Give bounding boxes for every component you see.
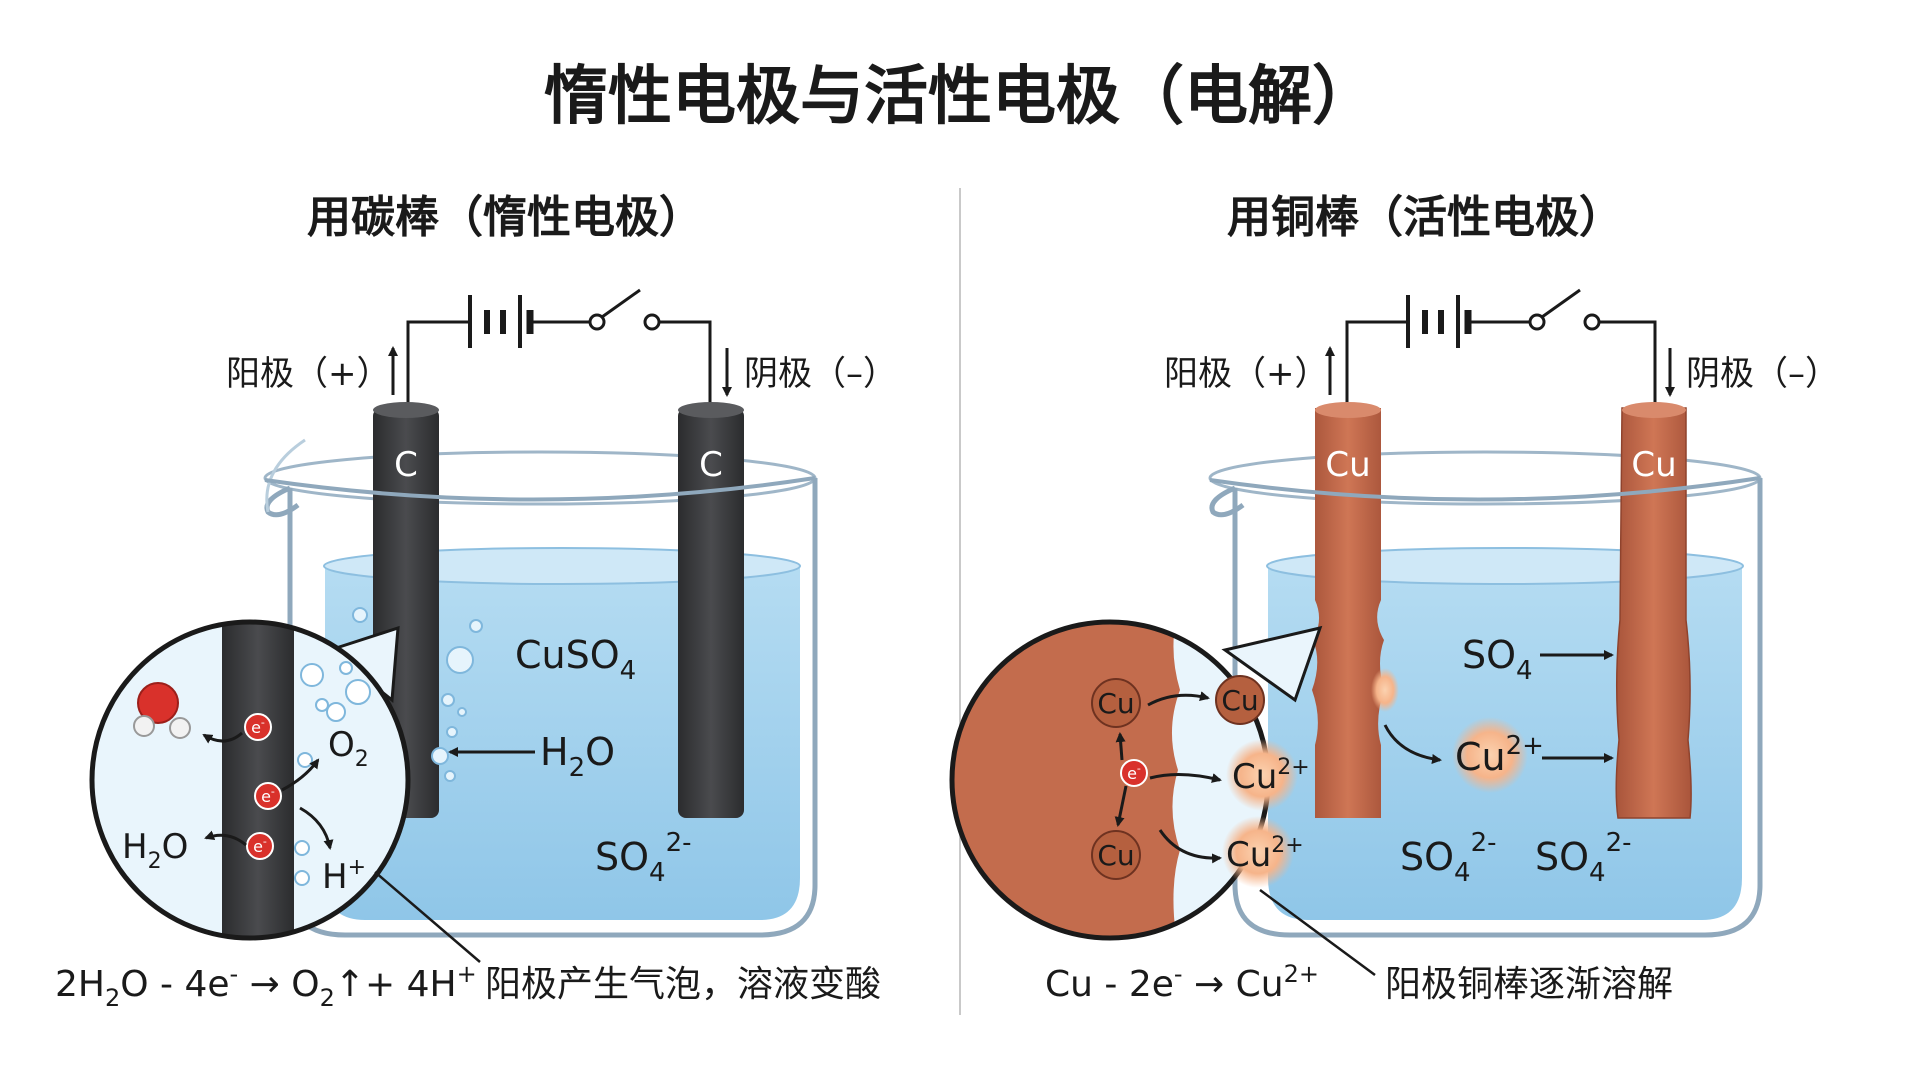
cu-atom-2: Cu — [1215, 675, 1265, 725]
left-electron-3: e- — [246, 832, 274, 860]
right-equation: Cu - 2e- → Cu2+ — [1045, 960, 1319, 1005]
left-heading: 用碳棒（惰性电极） — [307, 192, 703, 243]
left-panel: 用碳棒（惰性电极） 阳极（+） 阴极（–） — [55, 192, 897, 1012]
left-zoom-circle — [89, 619, 411, 941]
right-sulfate-b: SO42- — [1535, 828, 1632, 888]
right-sulfate-top: SO4 — [1462, 633, 1533, 686]
copper-ion-glow — [1452, 717, 1528, 793]
left-caption: 阳极产生气泡，溶液变酸 — [485, 964, 881, 1005]
right-heading: 用铜棒（活性电极） — [1227, 192, 1623, 243]
svg-text:Cu: Cu — [1097, 687, 1134, 720]
left-electron-1: e- — [244, 713, 272, 741]
left-sulfate-label: SO42- — [595, 828, 692, 888]
right-cathode-symbol: Cu — [1631, 445, 1676, 485]
svg-text:e-: e- — [253, 835, 267, 856]
right-circuit — [1345, 288, 1657, 410]
right-zoom-ion-1: Cu2+ — [1232, 755, 1310, 797]
right-caption-leader — [1259, 888, 1376, 977]
right-panel: 用铜棒（活性电极） 阳极（+） 阴极（–） Cu — [949, 192, 1839, 1005]
right-sulfate-a: SO42- — [1400, 828, 1497, 888]
cu-atom-3: Cu — [1091, 830, 1141, 880]
right-anode-symbol: Cu — [1325, 445, 1370, 485]
right-copper-ion: Cu2+ — [1455, 731, 1544, 779]
left-cathode-label: 阴极（–） — [744, 354, 897, 394]
right-caption: 阳极铜棒逐渐溶解 — [1385, 964, 1673, 1005]
right-zoom-ion-2: Cu2+ — [1226, 833, 1304, 875]
left-electron-2: e- — [254, 782, 282, 810]
right-zoom-arrows — [1114, 691, 1222, 864]
right-anode-label: 阳极（+） — [1164, 354, 1329, 394]
svg-text:e-: e- — [1127, 762, 1141, 783]
right-dissolve-arrow — [1383, 724, 1442, 764]
left-cathode-symbol: C — [699, 445, 723, 485]
svg-text:Cu: Cu — [1097, 839, 1134, 872]
cu-atom-1: Cu — [1091, 678, 1141, 728]
svg-text:e-: e- — [261, 785, 275, 806]
svg-text:e-: e- — [251, 716, 265, 737]
right-cathode-rod — [1615, 402, 1692, 819]
right-beaker — [1232, 478, 1763, 938]
left-circuit — [406, 288, 712, 410]
zoom-ion-glow-1 — [1226, 739, 1298, 811]
left-equation: 2H2O - 4e- → O2↑+ 4H+ — [55, 960, 477, 1012]
left-zoom-hydrogen-ion: H+ — [322, 855, 366, 897]
right-anode-rod — [1312, 402, 1384, 818]
svg-text:Cu: Cu — [1221, 684, 1258, 717]
left-zoom-oxygen: O2 — [328, 725, 369, 772]
anode-dissolve-glow — [1371, 668, 1399, 712]
page-title: 惰性电极与活性电极（电解） — [544, 60, 1376, 134]
left-anode-label: 阳极（+） — [226, 354, 391, 394]
right-cathode-label: 阴极（–） — [1686, 354, 1839, 394]
left-caption-leader — [374, 871, 481, 963]
left-solution-formula: CuSO4 — [515, 633, 636, 686]
left-zoom-arrows — [202, 731, 334, 850]
left-zoom-water: H2O — [122, 827, 188, 874]
left-anode-symbol: C — [394, 445, 418, 485]
left-water-label: H2O — [540, 730, 615, 783]
zoom-ion-glow-2 — [1222, 816, 1294, 888]
right-zoom-pointer — [1221, 625, 1323, 703]
left-gas-bubbles — [352, 607, 483, 782]
water-molecule-icon — [133, 682, 191, 739]
right-electron: e- — [1120, 759, 1148, 787]
left-cathode-rod — [678, 402, 744, 818]
